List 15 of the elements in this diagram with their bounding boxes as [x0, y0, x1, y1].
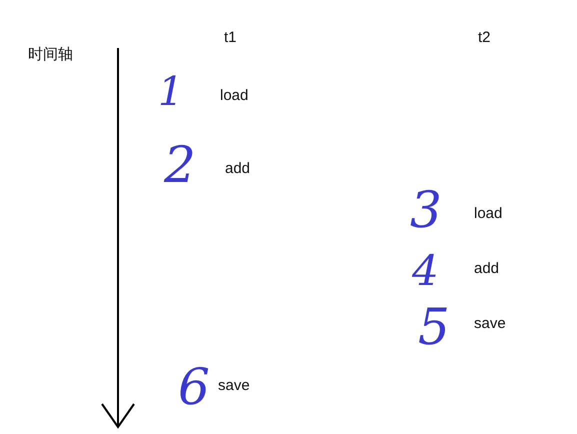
step-number: 6 — [178, 362, 210, 412]
step-label: add — [474, 261, 500, 276]
step-label: load — [474, 206, 502, 221]
column-heading: t1 — [224, 30, 237, 45]
step-number: 2 — [164, 140, 196, 190]
step-number: 3 — [410, 185, 442, 235]
step-label: add — [225, 161, 250, 176]
step-number: 1 — [158, 72, 184, 112]
step-label: save — [218, 378, 250, 393]
step-label: save — [474, 316, 506, 331]
step-label: load — [220, 88, 248, 103]
step-number: 5 — [418, 302, 450, 352]
step-number: 4 — [412, 250, 439, 292]
axis-title: 时间轴 — [28, 47, 73, 62]
column-heading: t2 — [478, 30, 491, 45]
